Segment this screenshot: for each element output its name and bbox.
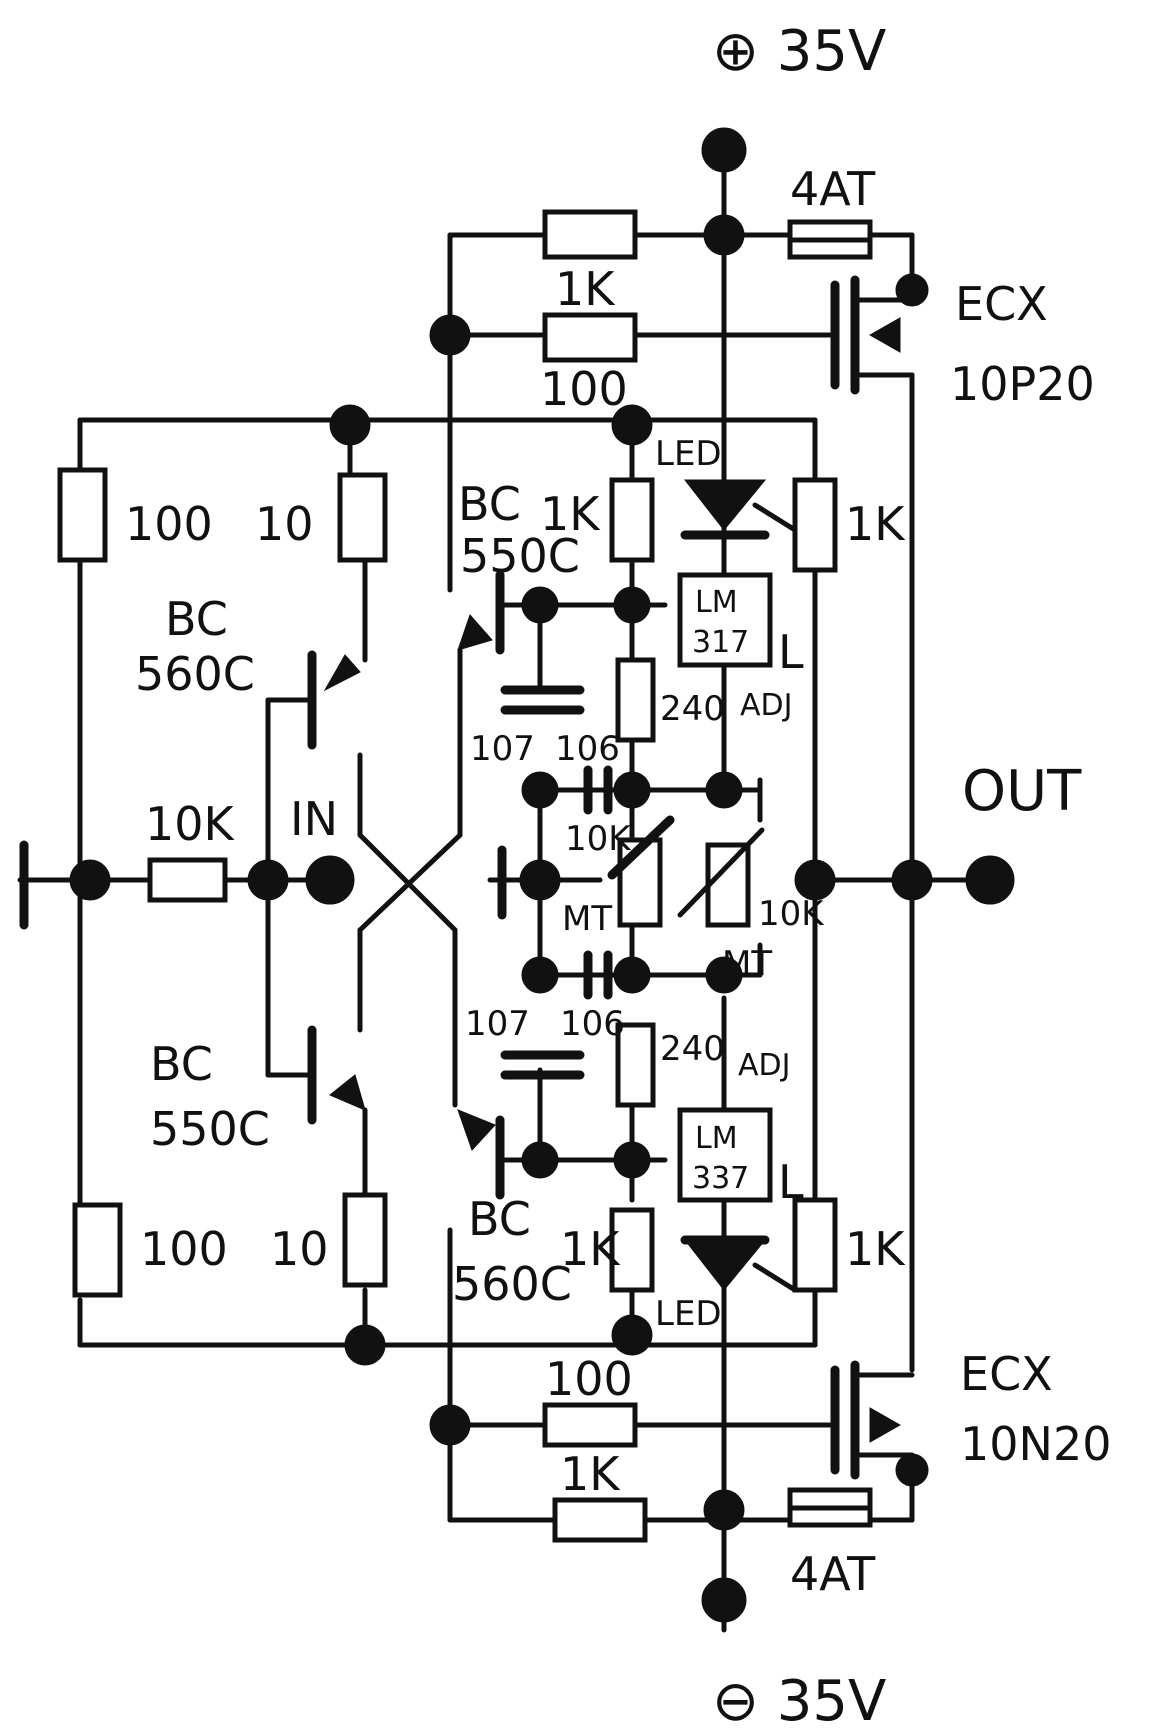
q2-label-line1: BC (458, 477, 521, 531)
resistor-1k-top (542, 209, 638, 260)
transistor-q1 (307, 650, 361, 750)
reg-top-line2: 317 (692, 625, 749, 660)
cap-top-106: 106 (555, 729, 620, 769)
label-100-top: 100 (540, 362, 628, 416)
transistor-q2 (457, 570, 505, 655)
q2-label-line2: 550C (460, 529, 580, 583)
resistor-1k-mid-top (609, 477, 655, 563)
q4-label-line1: BC (468, 1192, 531, 1246)
resistor-100-top (542, 312, 638, 363)
trimmer-left-value: 10K (565, 819, 632, 859)
q1-label-line1: BC (165, 592, 228, 646)
label-10-left-bot: 10 (270, 1222, 329, 1276)
trimmer-right-type: MT (722, 944, 772, 984)
reg-top-pin: L (778, 625, 804, 679)
label-240-bot: 240 (660, 1029, 725, 1069)
resistor-1k-bot (552, 1497, 648, 1543)
regulator-lm337 (677, 1107, 773, 1203)
cap-bot-107: 107 (465, 1004, 530, 1044)
fuse-bottom-label: 4AT (790, 1547, 876, 1601)
led-bot-label: LED (655, 1294, 722, 1334)
supply-positive-label: ⊕ 35V (712, 19, 886, 84)
input-label: IN (290, 792, 338, 846)
junction-dots (69, 127, 1015, 1623)
resistor-100-left-bot (72, 1202, 123, 1298)
trimmer-left (607, 815, 675, 928)
resistor-240-top (615, 657, 656, 743)
reg-bot-line1: LM (695, 1121, 738, 1156)
q3-label-line2: 550C (150, 1102, 270, 1156)
led-top-label: LED (655, 434, 722, 474)
capacitors (500, 685, 613, 1080)
label-1k-bot: 1K (560, 1447, 621, 1501)
label-1k-mid-bot: 1K (560, 1222, 621, 1276)
reg-bot-adj: ADJ (738, 1048, 790, 1083)
label-10k-input: 10K (145, 797, 236, 851)
q1-label-line2: 560C (135, 647, 255, 701)
mosfet-bottom (830, 1360, 915, 1480)
resistor-1k-right-bot (792, 1197, 838, 1293)
reg-bot-line2: 337 (692, 1161, 749, 1196)
mosfet-bottom-line1: ECX (960, 1347, 1053, 1401)
led-bottom (680, 1235, 798, 1293)
label-1k-right-bot: 1K (845, 1222, 906, 1276)
resistor-10-left-bot (342, 1192, 388, 1288)
label-100-left-bot: 100 (140, 1222, 228, 1276)
resistor-1k-mid-bot (609, 1207, 655, 1293)
q4-label-line2: 560C (452, 1257, 572, 1311)
led-top (680, 479, 798, 540)
resistor-10-left-top (337, 472, 388, 563)
label-1k-right-top: 1K (845, 497, 906, 551)
resistor-100-left-top (57, 467, 108, 563)
transistor-q4 (457, 1109, 505, 1200)
label-1k-top: 1K (555, 262, 616, 316)
label-100-left-top: 100 (125, 497, 213, 551)
resistor-10k-input (147, 857, 228, 903)
resistor-240-bot (615, 1022, 656, 1108)
resistor-100-bot (542, 1402, 638, 1448)
reg-bot-pin: L (778, 1155, 804, 1209)
resistor-1k-right-top (792, 477, 838, 573)
output-label: OUT (962, 759, 1082, 824)
trimmer-right (677, 827, 765, 928)
regulator-lm317 (677, 572, 773, 668)
mosfet-bottom-line2: 10N20 (960, 1417, 1111, 1471)
fuses (787, 219, 873, 1528)
cap-bot-106: 106 (560, 1004, 625, 1044)
reg-top-line1: LM (695, 585, 738, 620)
label-100-bot: 100 (545, 1352, 633, 1406)
q3-label-line1: BC (150, 1037, 213, 1091)
label-240-top: 240 (660, 689, 725, 729)
mosfet-top (830, 275, 915, 395)
trimmer-right-value: 10K (758, 894, 825, 934)
resistors (57, 209, 838, 1543)
trimmer-left-type: MT (562, 899, 612, 939)
transistor-q3 (307, 1025, 366, 1125)
label-1k-mid-top: 1K (540, 487, 601, 541)
mosfet-top-line2: 10P20 (950, 357, 1095, 411)
fuse-top-label: 4AT (790, 162, 876, 216)
label-10-left-top: 10 (255, 497, 314, 551)
cap-top-107: 107 (470, 729, 535, 769)
mosfet-top-line1: ECX (955, 277, 1048, 331)
supply-negative-label: ⊖ 35V (712, 1669, 886, 1734)
reg-top-adj: ADJ (740, 688, 792, 723)
